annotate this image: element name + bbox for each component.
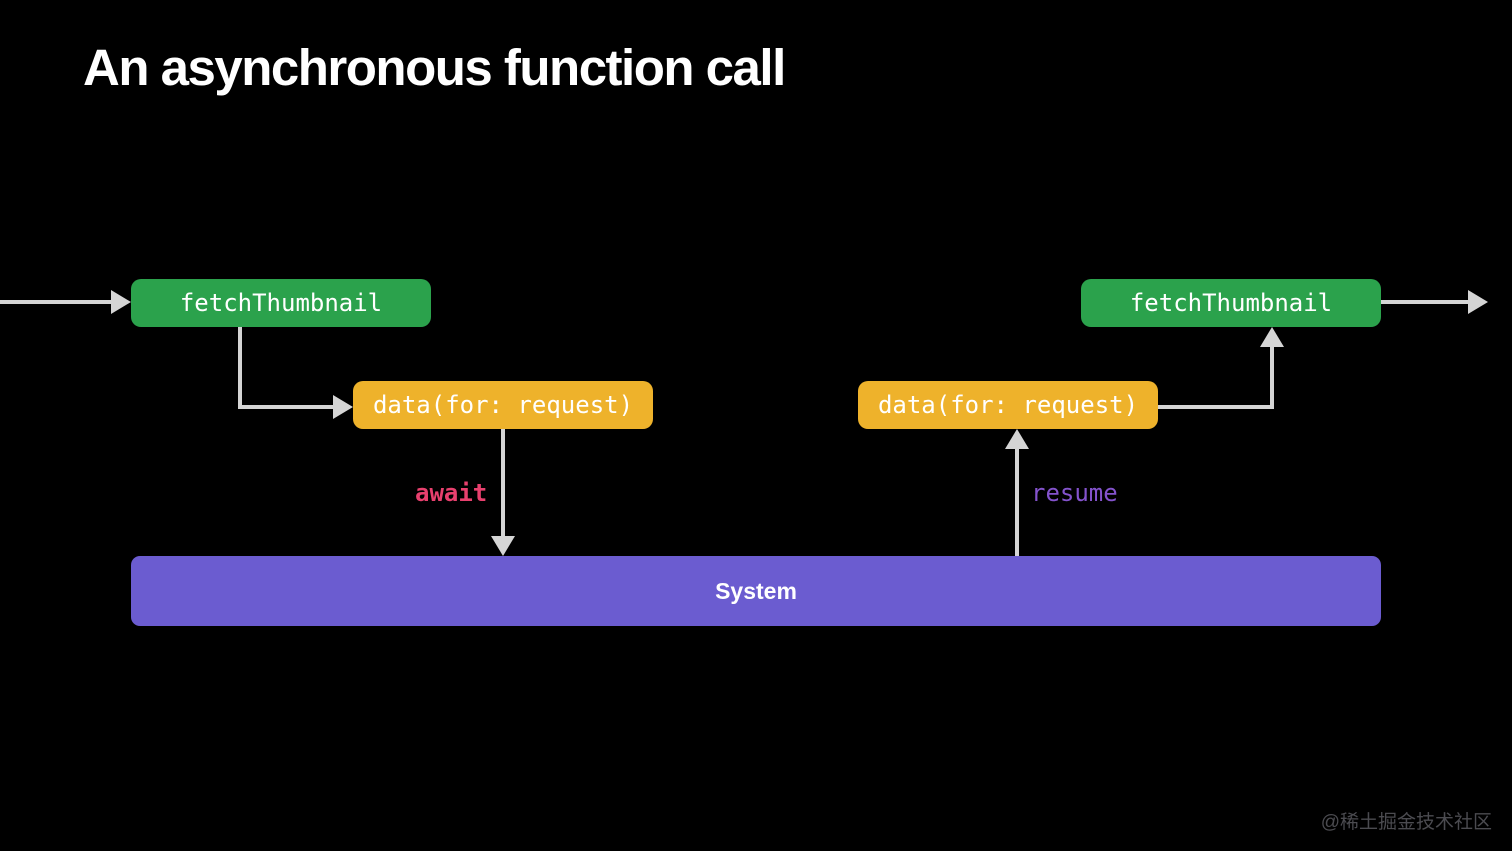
call-connector-vertical-line [238,327,242,409]
node-data-call-left: data(for: request) [353,381,653,429]
exit-arrow-line [1381,300,1468,304]
exit-arrowhead-right-icon [1468,290,1488,314]
entry-arrow-line [0,300,113,304]
entry-arrowhead-right-icon [111,290,131,314]
return-arrowhead-up-icon [1260,327,1284,347]
resume-label: resume [1031,479,1118,507]
node-data-call-right: data(for: request) [858,381,1158,429]
node-fetchthumbnail-left-label: fetchThumbnail [179,289,383,317]
slide-title: An asynchronous function call [83,39,786,96]
call-connector-horizontal-line [238,405,335,409]
await-label: await [415,479,488,507]
node-fetchthumbnail-right-label: fetchThumbnail [1129,289,1333,317]
node-fetchthumbnail-right: fetchThumbnail [1081,279,1381,327]
await-arrow-line [501,429,505,538]
system-bar: System [131,556,1381,626]
watermark: @稀土掘金技术社区 [1320,812,1492,833]
await-arrowhead-down-icon [491,536,515,556]
resume-arrow-line [1015,447,1019,556]
system-bar-label: System [715,577,797,604]
call-arrowhead-right-icon [333,395,353,419]
node-data-call-right-label: data(for: request) [877,391,1139,419]
node-data-call-left-label: data(for: request) [372,391,634,419]
return-connector-horizontal-line [1158,405,1274,409]
node-fetchthumbnail-left: fetchThumbnail [131,279,431,327]
return-connector-vertical-line [1270,345,1274,409]
resume-arrowhead-up-icon [1005,429,1029,449]
